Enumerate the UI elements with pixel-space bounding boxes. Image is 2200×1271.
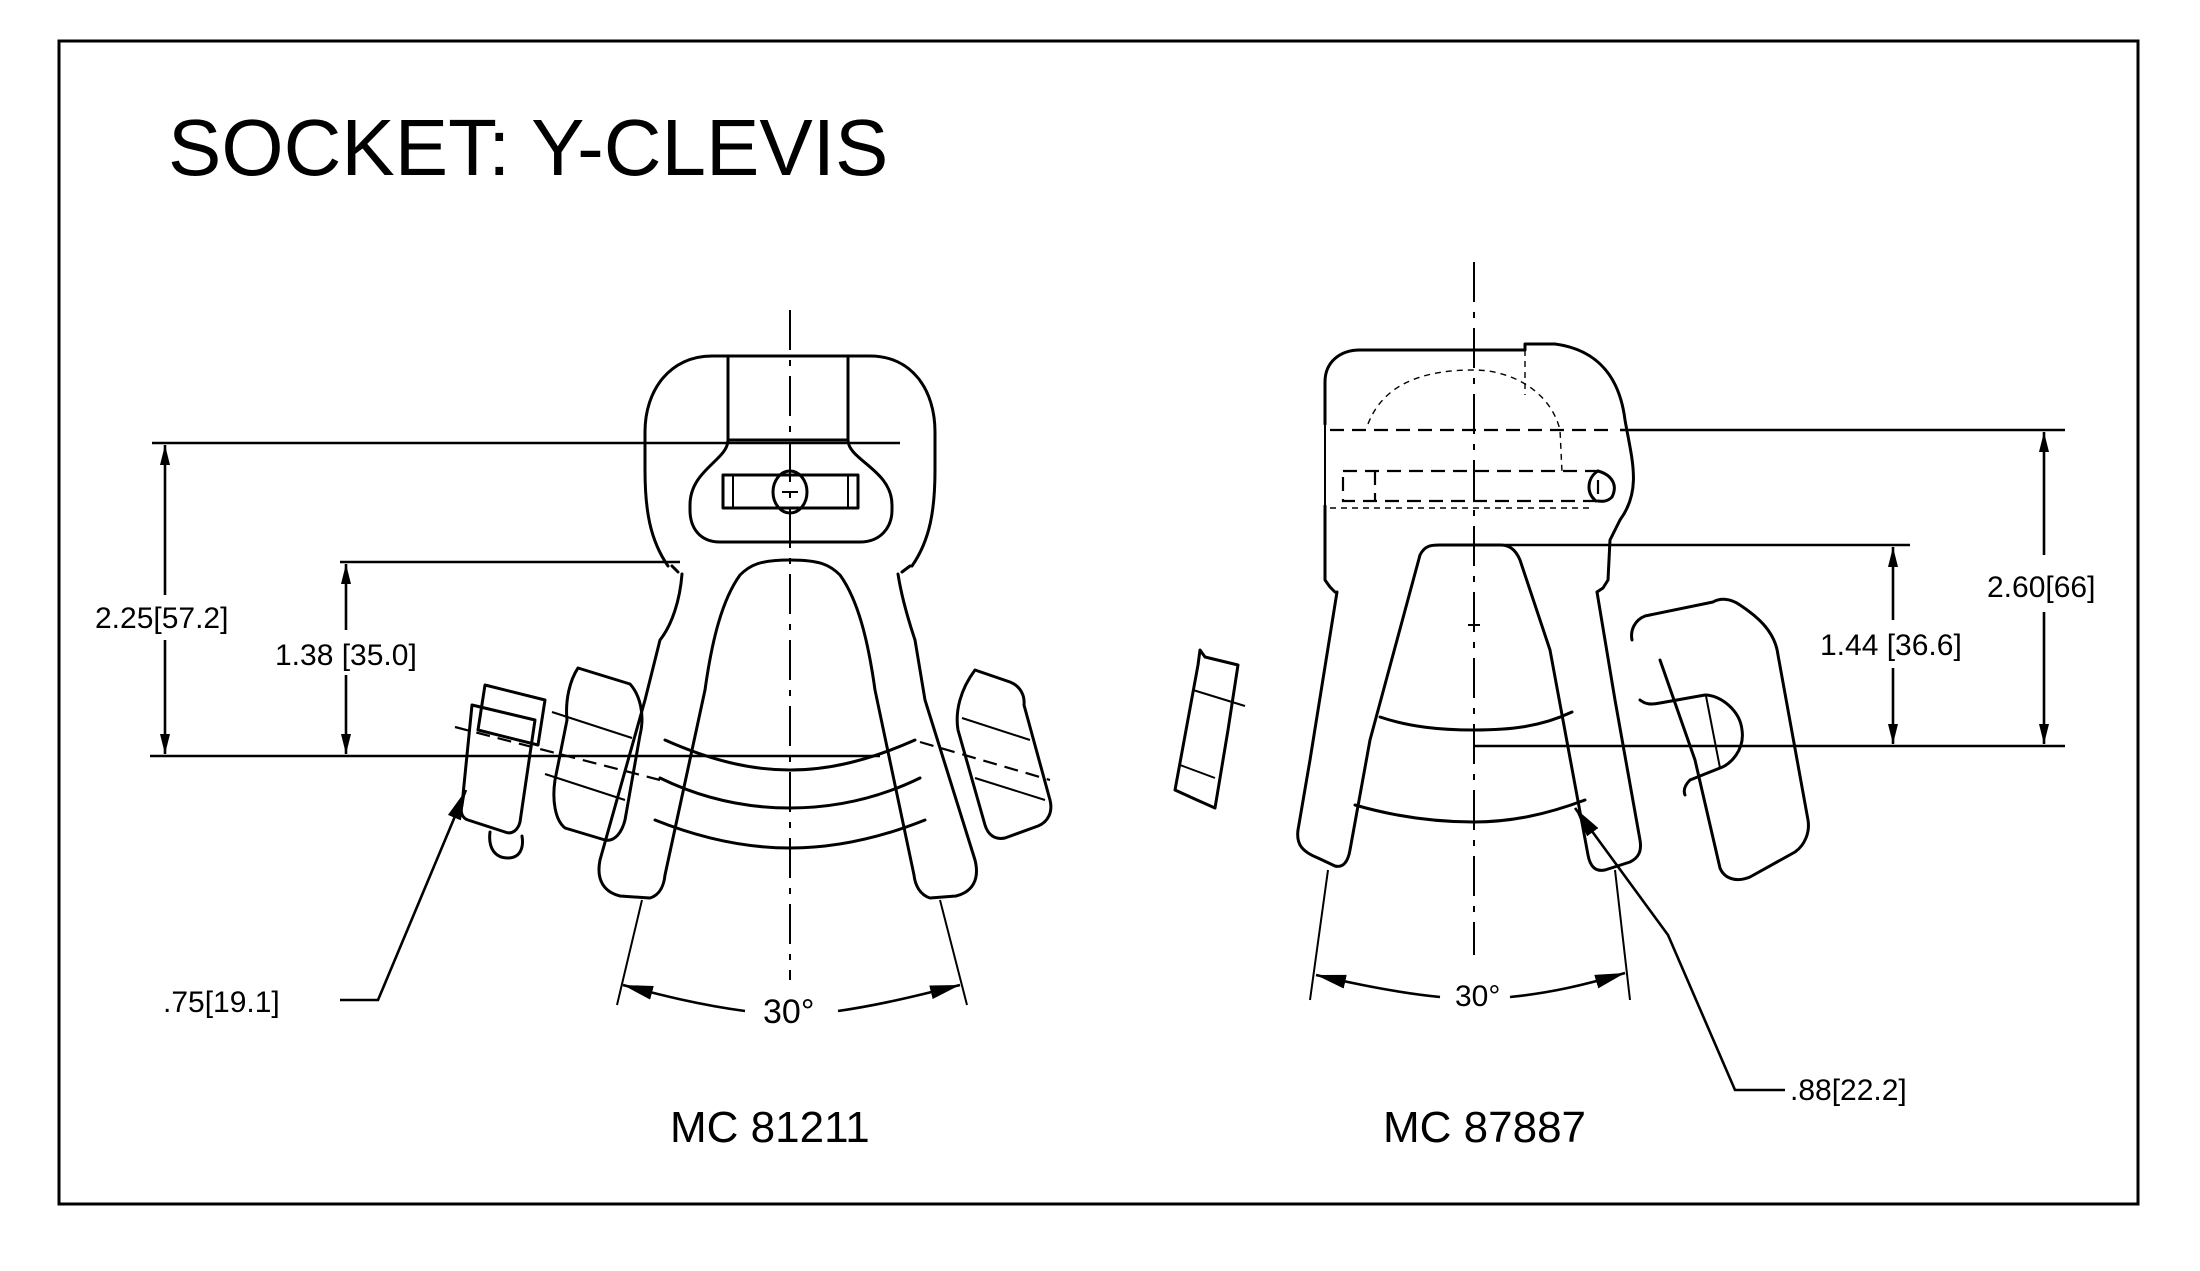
angle-ext-left [1309,869,1329,1001]
bolt-shank [459,703,537,835]
cotter-pin-end [488,830,524,860]
socket-head [643,354,937,568]
dim-overall-height: 2.25[57.2] [95,602,228,635]
dim-pin-diameter: .75[19.1] [163,986,280,1019]
hidden-cotter-hole [1341,469,1600,503]
bolt-head-right [919,668,1053,840]
dim-clevis-height: 1.44 [36.6] [1820,629,1962,662]
cotter-pin-head [771,469,809,515]
part-number-label: MC 87887 [1383,1103,1586,1152]
angle-label: 30° [1455,980,1500,1013]
tongue-eye-line [1705,695,1721,769]
hex-nut-flat-2 [544,773,626,801]
socket-tongue-eye [1638,693,1744,797]
angle-ext-left [616,899,643,1006]
cotter-pin-tip [1596,469,1616,503]
socket-slot-shoulder [688,438,894,544]
socket-slot [726,354,850,442]
cotter-window [721,473,860,510]
drawing-title: SOCKET: Y-CLEVIS [168,103,888,192]
clevis-pin-band-lower [653,818,927,850]
bolt-left [454,666,661,860]
angle-arc-right [1509,971,1626,999]
view-mc-87887: 2.60[66] 1.44 [36.6] .88[22.2] 30° MC 87… [1173,262,2095,1152]
clevis-arm-right [1498,543,1642,872]
dim-overall-height: 2.60[66] [1987,571,2095,604]
dim-clevis-height: 1.38 [35.0] [275,639,417,672]
clevis-pin-band-mid [658,776,922,810]
hex-nut [1173,648,1240,810]
socket-tongue [1630,597,1810,882]
view-mc-81211: 2.25[57.2] 1.38 [35.0] .75[19.1] 30° MC … [95,310,1053,1152]
clevis-pin-band-upper [1378,710,1574,732]
socket-head [1323,342,1635,594]
leader-pin-diameter [340,789,468,1002]
angle-ext-right [1614,869,1631,1001]
socket-head-left-edge [1323,504,1337,594]
angle-label: 30° [763,993,814,1031]
cotter-pin-curve [1587,469,1600,503]
bolt-axis [454,725,661,782]
clevis-arm-left [1296,543,1502,868]
angle-ext-right [939,899,968,1006]
hex-nut-edge [1231,701,1246,707]
hex-nut-flat-1 [1192,689,1233,703]
angle-arc-left [622,983,746,1013]
angle-arc-right [837,983,961,1013]
part-number-label: MC 81211 [670,1103,870,1152]
angle-arc-left [1315,973,1441,999]
sheet-border [57,39,2140,1206]
hex-nut-flat-2 [1179,764,1216,779]
leader-pin-diameter [1573,807,1785,1092]
hidden-ball-socket [1367,369,1563,473]
clevis-pin-band-lower [1353,798,1587,824]
clevis-arm-right [788,558,978,900]
clevis-arm-left [597,558,792,900]
hex-nut [552,666,644,842]
dim-pin-diameter: .88[22.2] [1790,1074,1907,1107]
bolt-washer [476,683,547,747]
hex-nut-flat-1 [551,711,633,739]
